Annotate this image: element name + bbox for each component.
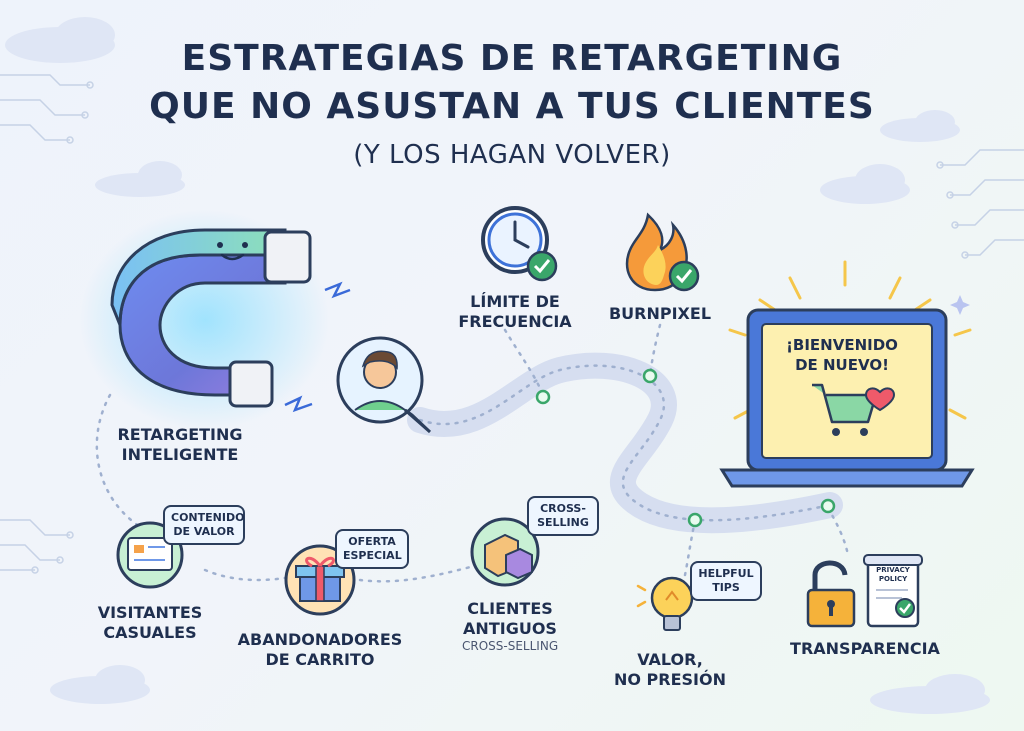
label-burnpixel: BURNPIXEL: [608, 304, 712, 323]
padlock-icon: [806, 560, 856, 628]
circuit-icon: [0, 74, 1024, 574]
label-retargeting: RETARGETING INTELIGENTE: [117, 425, 243, 464]
label-frecuencia: LÍMITE DE FRECUENCIA: [458, 292, 572, 331]
clock-check-icon: [481, 206, 558, 282]
user-avatar-icon: [336, 336, 432, 434]
subtitle: (Y LOS HAGAN VOLVER): [353, 140, 671, 170]
cart-heart-icon: [812, 383, 896, 436]
label-clientes-sub: CROSS-SELLING: [462, 639, 559, 653]
label-valor: VALOR, NO PRESIÓN: [613, 650, 726, 689]
flame-check-icon: [625, 212, 700, 292]
title-line-2: QUE NO ASUSTAN A TUS CLIENTES: [149, 86, 875, 127]
lightbulb-icon: [636, 576, 694, 631]
bubble-contenido: CONTENIDO DE VALOR: [163, 505, 245, 545]
title-line-1: ESTRATEGIAS DE RETARGETING: [181, 38, 843, 79]
box-icon: [470, 517, 540, 587]
bubble-oferta: OFERTA ESPECIAL: [335, 529, 409, 569]
laptop-screen-message: ¡BIENVENIDO DE NUEVO!: [786, 336, 898, 374]
bubble-cross: CROSS- SELLING: [527, 496, 599, 536]
privacy-policy-text: PRIVACY POLICY: [876, 566, 910, 583]
magnet-icon: [80, 210, 351, 430]
cloud-icon: [5, 17, 990, 714]
label-clientes: CLIENTES ANTIGUOS: [463, 599, 557, 638]
label-transparencia: TRANSPARENCIA: [790, 639, 940, 658]
label-visitantes: VISITANTES CASUALES: [97, 603, 203, 642]
laptop-icon: [719, 260, 975, 488]
bubble-helpful: HELPFUL TIPS: [690, 561, 762, 601]
label-abandonadores: ABANDONADORES DE CARRITO: [237, 630, 403, 669]
document-check-icon: [863, 554, 923, 628]
